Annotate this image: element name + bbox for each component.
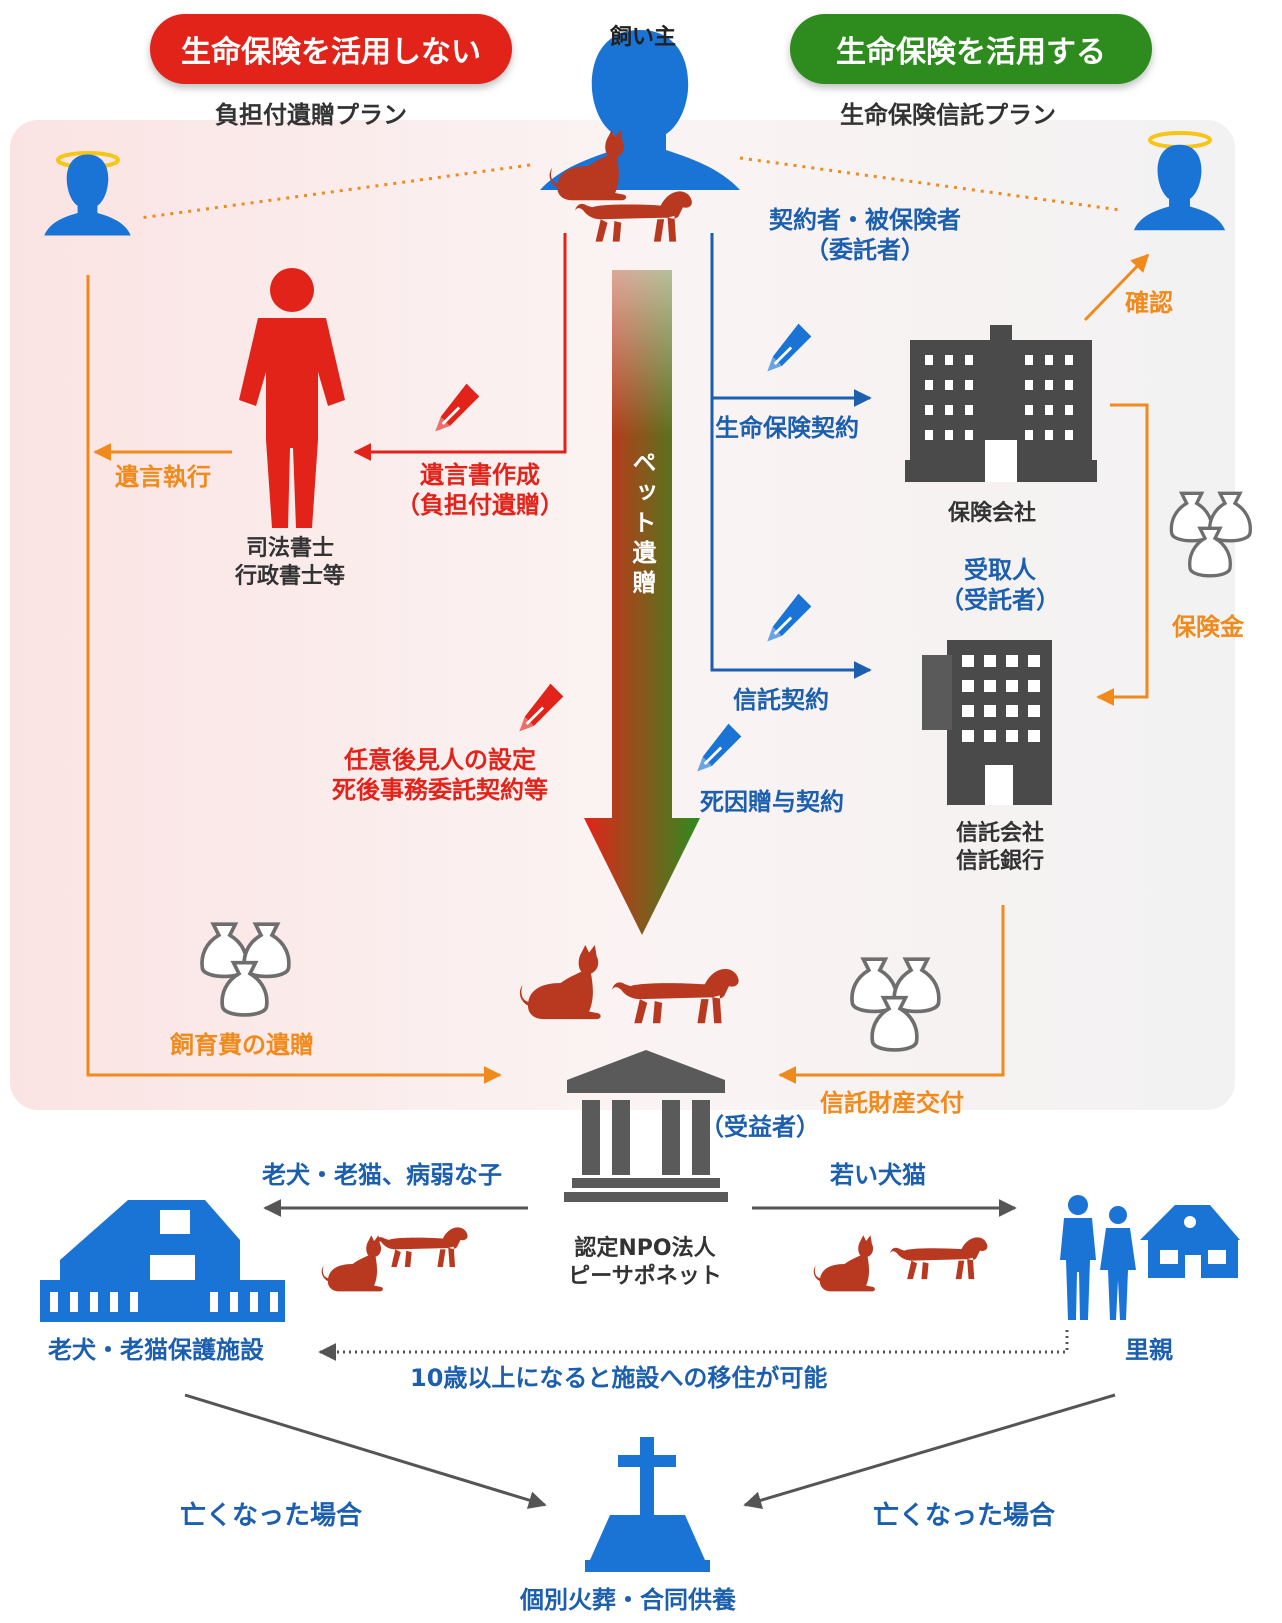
deceased-left-icon — [44, 151, 131, 236]
dotted-link-right — [739, 156, 1121, 212]
contractor-line1: 契約者・被保険者 — [769, 206, 961, 234]
confirm-label: 確認 — [1125, 289, 1173, 317]
guardian-label: 任意後見人の設定 死後事務委託契約等 — [310, 745, 570, 805]
executor-label: 遺言執行 — [115, 463, 211, 491]
npo-line2: ピーサポネット — [568, 1263, 722, 1289]
trust-delivery-label: 信託財産交付 — [820, 1089, 964, 1117]
facility-barn-icon — [40, 1200, 285, 1322]
move-note-label: 10歳以上になると施設への移住が可能 — [410, 1364, 828, 1392]
insurance-company-building-icon — [905, 325, 1097, 482]
trust-contract-arrow — [710, 233, 872, 679]
grave-icon — [585, 1437, 710, 1572]
npo-line1: 認定NPO法人 — [574, 1236, 716, 1261]
foster-label: 里親 — [1125, 1336, 1173, 1364]
died-right-label: 亡くなった場合 — [873, 1501, 1056, 1531]
move-to-facility-arrow — [318, 1330, 1069, 1361]
trust-company-building-icon — [922, 640, 1052, 805]
scrivener-line1: 司法書士 — [245, 536, 334, 561]
with-insurance-pill: 生命保険を活用する — [790, 14, 1152, 84]
young-pets-label: 若い犬猫 — [830, 1161, 926, 1189]
npo-building-icon — [564, 1050, 728, 1202]
bequest-label: 飼育費の遺贈 — [170, 1031, 314, 1059]
left-plan-title: 負担付遺贈プラン — [215, 101, 407, 129]
insurance-money-arrow — [1096, 403, 1149, 706]
trust-contract-label: 信託契約 — [733, 686, 829, 714]
guardian-line1: 任意後見人の設定 — [344, 746, 536, 774]
old-cat-icon — [321, 1235, 383, 1292]
contractor-line2: （委託者） — [805, 236, 925, 264]
young-cat-icon — [813, 1235, 875, 1292]
scrivener-line2: 行政書士等 — [234, 563, 345, 589]
will-flow-arrow — [353, 233, 567, 461]
young-dog-icon — [890, 1237, 988, 1280]
bequest-flow-arrow — [86, 275, 502, 1084]
gift-contract-label: 死因贈与契約 — [700, 788, 844, 816]
pet-bequest-label: ペット遺贈 — [628, 450, 656, 600]
right-plan-title: 生命保険信託プラン — [840, 101, 1056, 129]
receiver-line2: （受託者） — [940, 586, 1060, 614]
trust-co-line2: 信託銀行 — [955, 848, 1044, 874]
owner-label: 飼い主 — [610, 25, 677, 50]
insurance-money-label: 保険金 — [1172, 613, 1244, 641]
will-label: 遺言書作成 （負担付遺贈） — [390, 460, 570, 520]
beneficiary-label: （受益者） — [700, 1113, 820, 1141]
deceased-right-icon — [1133, 131, 1226, 231]
receiver-line1: 受取人 — [964, 556, 1036, 584]
life-contract-label: 生命保険契約 — [715, 414, 859, 442]
contractor-label: 契約者・被保険者 （委託者） — [750, 205, 980, 265]
old-pets-label: 老犬・老猫、病弱な子 — [262, 1161, 502, 1189]
dotted-link-left — [139, 163, 531, 220]
facility-label: 老犬・老猫保護施設 — [48, 1336, 264, 1364]
trust-co-line1: 信託会社 — [955, 821, 1044, 846]
scrivener-label: 司法書士 行政書士等 — [215, 535, 365, 590]
will-line2: （負担付遺贈） — [396, 491, 564, 519]
scrivener-figure-icon — [239, 268, 345, 528]
died-left-label: 亡くなった場合 — [180, 1501, 363, 1531]
pet-bequest-arrow — [584, 270, 700, 935]
trust-company-label: 信託会社 信託銀行 — [935, 820, 1065, 875]
guardian-line2: 死後事務委託契約等 — [332, 776, 548, 804]
npo-label: 認定NPO法人 ピーサポネット — [545, 1235, 745, 1290]
old-dog-icon — [375, 1227, 468, 1268]
confirm-arrow — [1083, 253, 1150, 322]
funeral-label: 個別火葬・合同供養 — [520, 1586, 736, 1614]
foster-family-icon — [1060, 1195, 1240, 1320]
will-line1: 遺言書作成 — [420, 461, 540, 489]
foster-to-funeral-arrow — [743, 1393, 1116, 1510]
no-insurance-pill: 生命保険を活用しない — [150, 14, 512, 84]
receiver-label: 受取人 （受託者） — [925, 555, 1075, 615]
owner-silhouette — [540, 30, 740, 190]
facility-to-funeral-arrow — [184, 1393, 547, 1509]
trust-delivery-arrow — [778, 905, 1005, 1084]
insurer-label: 保険会社 — [948, 501, 1037, 526]
